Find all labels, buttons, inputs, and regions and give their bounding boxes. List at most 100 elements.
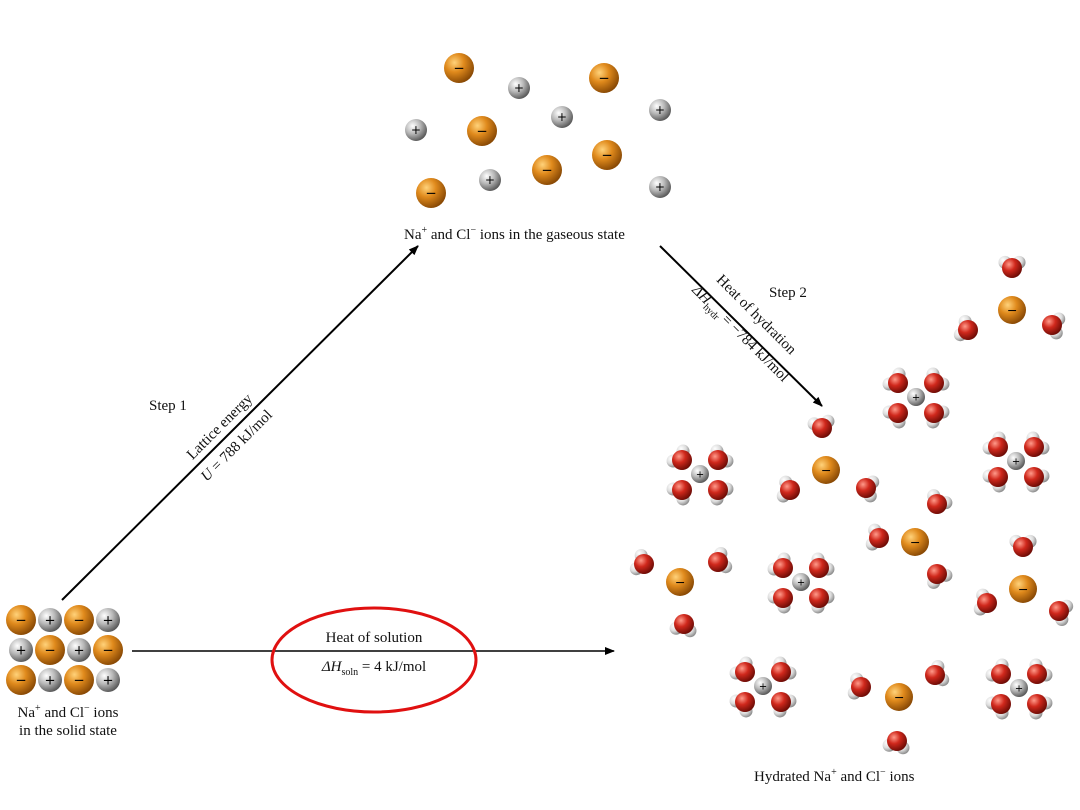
water-oxygen [924, 373, 944, 393]
chloride-ion [901, 528, 929, 556]
chloride-ion [592, 140, 622, 170]
chloride-ion [812, 456, 840, 484]
anion-sign: − [1007, 302, 1018, 317]
sodium-ion [67, 638, 91, 662]
water-oxygen [869, 528, 889, 548]
water-oxygen [1024, 437, 1044, 457]
sodium-ion [1007, 452, 1025, 470]
water-oxygen [773, 588, 793, 608]
sodium-ion [792, 573, 810, 591]
anion-sign: − [102, 643, 113, 659]
water-oxygen [771, 662, 791, 682]
water-oxygen [927, 494, 947, 514]
cation-sign: + [1012, 456, 1020, 467]
step2-title: Step 2 [769, 285, 807, 301]
cation-sign: + [696, 469, 704, 480]
cation-sign: + [514, 81, 524, 95]
anion-sign: − [601, 148, 612, 164]
sodium-ion [649, 99, 671, 121]
chloride-ion [6, 605, 36, 635]
step1-arrow [61, 245, 419, 601]
anion-sign: − [821, 462, 832, 477]
sodium-ion [9, 638, 33, 662]
anion-sign: − [675, 574, 686, 589]
chloride-ion [998, 296, 1026, 324]
solid-state-label: Na+ and Cl− ions in the solid state [17, 703, 119, 739]
water-oxygen [773, 558, 793, 578]
anion-sign: − [425, 186, 436, 202]
water-oxygen [634, 554, 654, 574]
anion-sign: − [44, 643, 55, 659]
water-oxygen [1042, 315, 1062, 335]
cation-sign: + [102, 614, 113, 629]
water-oxygen [927, 564, 947, 584]
sodium-ion [479, 169, 501, 191]
sodium-ion [96, 608, 120, 632]
anion-sign: − [1018, 581, 1029, 596]
step1-title: Step 1 [149, 398, 187, 414]
chloride-ion [885, 683, 913, 711]
water-oxygen [924, 403, 944, 423]
cation-sign: + [44, 674, 55, 689]
chloride-ion [444, 53, 474, 83]
gas-state-label: Na+ and Cl− ions in the gaseous state [404, 225, 625, 243]
chloride-ion [35, 635, 65, 665]
water-oxygen [812, 418, 832, 438]
anion-sign: − [598, 71, 609, 87]
cation-sign: + [1015, 683, 1023, 694]
sodium-ion [649, 176, 671, 198]
sodium-ion [508, 77, 530, 99]
water-oxygen [988, 437, 1008, 457]
chloride-ion [6, 665, 36, 695]
water-oxygen [771, 692, 791, 712]
anion-sign: − [476, 124, 487, 140]
sodium-ion [907, 388, 925, 406]
anion-sign: − [15, 613, 26, 629]
cation-sign: + [557, 110, 567, 124]
anion-sign: − [73, 673, 84, 689]
chloride-ion [589, 63, 619, 93]
water-oxygen [851, 677, 871, 697]
hydrated-label: Hydrated Na+ and Cl− ions [754, 767, 915, 785]
water-oxygen [1024, 467, 1044, 487]
water-oxygen [925, 665, 945, 685]
cation-sign: + [655, 103, 665, 117]
chloride-ion [64, 605, 94, 635]
cation-sign: + [411, 123, 421, 137]
sodium-ion [38, 608, 62, 632]
cation-sign: + [15, 644, 26, 659]
sodium-ion [405, 119, 427, 141]
water-oxygen [735, 692, 755, 712]
cation-sign: + [759, 681, 767, 692]
highlight-ellipse [270, 606, 478, 714]
anion-sign: − [73, 613, 84, 629]
sodium-ion [551, 106, 573, 128]
water-oxygen [708, 450, 728, 470]
chloride-ion [467, 116, 497, 146]
solution-equation: ΔHsoln = 4 kJ/mol [321, 659, 427, 678]
water-oxygen [888, 373, 908, 393]
anion-sign: − [15, 673, 26, 689]
water-oxygen [672, 450, 692, 470]
water-oxygen [958, 320, 978, 340]
step2-arrow [659, 245, 823, 407]
water-oxygen [1027, 664, 1047, 684]
cation-sign: + [44, 614, 55, 629]
cation-sign: + [655, 180, 665, 194]
water-oxygen [991, 694, 1011, 714]
water-oxygen [887, 731, 907, 751]
cation-sign: + [797, 577, 805, 588]
solution-name: Heat of solution [325, 630, 423, 646]
sodium-ion [754, 677, 772, 695]
water-oxygen [672, 480, 692, 500]
water-oxygen [991, 664, 1011, 684]
sodium-ion [1010, 679, 1028, 697]
water-oxygen [1027, 694, 1047, 714]
water-oxygen [809, 558, 829, 578]
water-oxygen [856, 478, 876, 498]
water-oxygen [674, 614, 694, 634]
anion-sign: − [453, 61, 464, 77]
anion-sign: − [541, 163, 552, 179]
chloride-ion [532, 155, 562, 185]
